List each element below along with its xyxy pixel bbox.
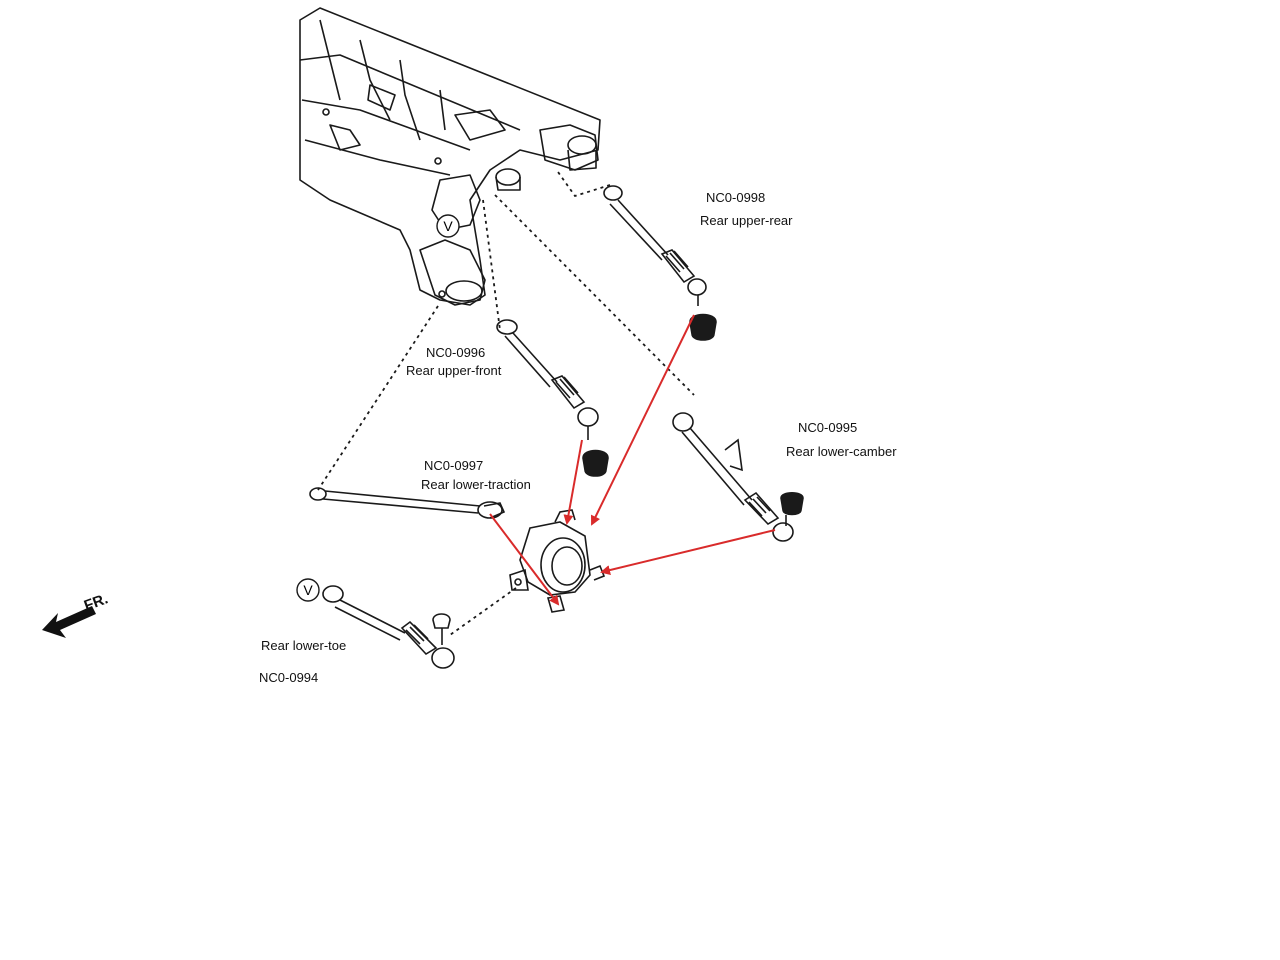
leader-lines [317,171,695,636]
upper-rear-name: Rear upper-rear [700,213,793,228]
upper-front-name: Rear upper-front [406,363,502,378]
v-marker-1-text: V [443,218,453,234]
subframe-icon [299,7,601,306]
lower-toe-code: NC0-0994 [259,670,319,685]
lower-toe-name: Rear lower-toe [261,638,347,653]
connection-arrows [489,314,776,606]
lower-camber-arm-icon [672,412,804,542]
v-marker-icon: V [436,214,460,238]
upper-rear-arm-icon [603,185,717,341]
upper-rear-code: NC0-0998 [706,190,766,205]
lower-traction-arm-icon [309,487,506,519]
lower-traction-code: NC0-0997 [424,458,484,473]
upper-front-arm-icon [496,319,609,477]
knuckle-hub-icon [509,509,606,613]
front-arrow-icon [42,606,96,638]
lower-camber-code: NC0-0995 [798,420,858,435]
v-marker-2-text: V [303,582,313,598]
lower-camber-name: Rear lower-camber [786,444,897,459]
upper-front-code: NC0-0996 [426,345,486,360]
lower-toe-arm-icon [322,585,455,669]
lower-traction-name: Rear lower-traction [421,477,531,492]
v-marker-icon: V [296,578,320,602]
